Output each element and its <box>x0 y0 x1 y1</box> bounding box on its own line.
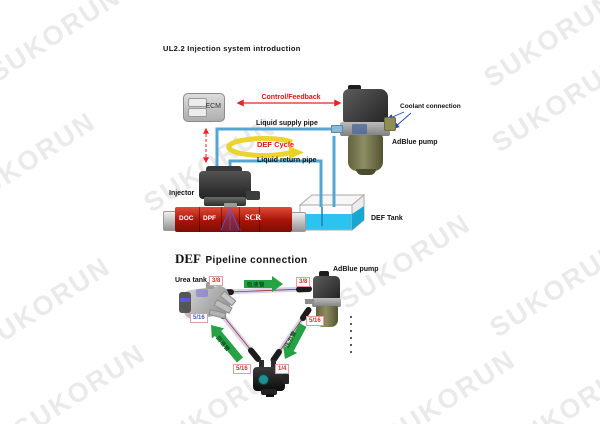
adblue-pump-label: AdBlue pump <box>392 139 438 146</box>
ecm-connector <box>188 108 207 117</box>
injector-flange <box>204 197 246 206</box>
adblue-pump-label-bottom: AdBlue pump <box>333 266 379 273</box>
injector-bracket <box>246 191 260 200</box>
exhaust-divider <box>239 207 240 232</box>
adblue-pump-decal <box>352 124 367 134</box>
bottom-injector-flange <box>261 389 277 395</box>
ecm-module: ECM <box>183 93 225 122</box>
exhaust-divider <box>199 207 200 232</box>
injector-nozzle <box>224 203 237 208</box>
size-callout: 3/8 <box>296 277 311 287</box>
size-callout: 1/4 <box>275 364 290 374</box>
return-flow-arrow: 回液管 <box>210 324 244 363</box>
urea-tank-label: Urea tank <box>175 277 207 284</box>
pipeline-title-rest: Pipeline connection <box>205 255 308 266</box>
page-title: UL2.2 Injection system introduction <box>163 44 301 53</box>
injector-port <box>259 360 264 369</box>
size-callout: 5/16 <box>190 313 208 323</box>
def-spray <box>220 207 242 231</box>
bottom-injector-eye <box>258 374 269 385</box>
injector-body <box>199 171 251 199</box>
size-callout: 5/16 <box>306 316 324 326</box>
injector-label: Injector <box>169 190 195 197</box>
ecm-label: ECM <box>205 103 221 110</box>
coolant-connection-label: Coolant connection <box>400 103 461 110</box>
injector-port <box>271 360 276 369</box>
def-tank <box>298 193 366 232</box>
injector-cap <box>206 166 242 173</box>
adblue-pump-head <box>343 89 388 123</box>
pump-bottom-head <box>313 276 340 299</box>
exhaust-divider <box>221 207 222 232</box>
adblue-pump-foot <box>356 169 376 175</box>
bottom-injector-tab <box>283 374 289 384</box>
exhaust-pipe: DOC DPF SCR <box>175 207 292 232</box>
hose-fitting <box>270 349 282 363</box>
ecm-connector <box>188 98 207 107</box>
def-cycle-arrow <box>226 136 304 159</box>
doc-label: DOC <box>179 215 194 222</box>
pump-supply-port <box>331 125 343 133</box>
urea-tank-accent <box>196 289 208 297</box>
liquid-supply-pipe-line <box>215 127 340 171</box>
pipeline-title-def: DEF <box>175 251 201 266</box>
size-callout: 3/8 <box>209 276 224 286</box>
svg-text:吸液管: 吸液管 <box>247 281 265 289</box>
urea-tank-cap <box>179 292 191 313</box>
liquid-supply-label: Liquid supply pipe <box>256 120 318 127</box>
suction-flow-arrow: 吸液管 <box>244 276 283 292</box>
scr-label: SCR <box>245 213 262 222</box>
urea-tank-band <box>180 298 190 302</box>
control-feedback-label: Control/Feedback <box>261 94 321 101</box>
exhaust-end-cap <box>291 212 306 232</box>
pump-bottom-collar <box>312 298 341 307</box>
liquid-return-label: Liquid return pipe <box>257 157 317 164</box>
pump-bottom-port <box>305 299 314 304</box>
def-cycle-label: DEF Cycle <box>257 140 295 149</box>
size-callout: 5/16 <box>233 364 251 374</box>
hose-fitting <box>248 347 261 362</box>
hose-fitting <box>300 307 312 321</box>
adblue-pump-filter <box>348 135 383 171</box>
exhaust-divider <box>259 207 260 232</box>
dpf-label: DPF <box>203 215 216 222</box>
pipeline-section-title: DEF Pipeline connection <box>175 250 308 268</box>
pump-coolant-port <box>384 117 396 131</box>
bottom-injector-foot <box>266 394 274 397</box>
pump-bottom-connector <box>319 271 329 279</box>
def-tank-label: DEF Tank <box>371 215 403 222</box>
